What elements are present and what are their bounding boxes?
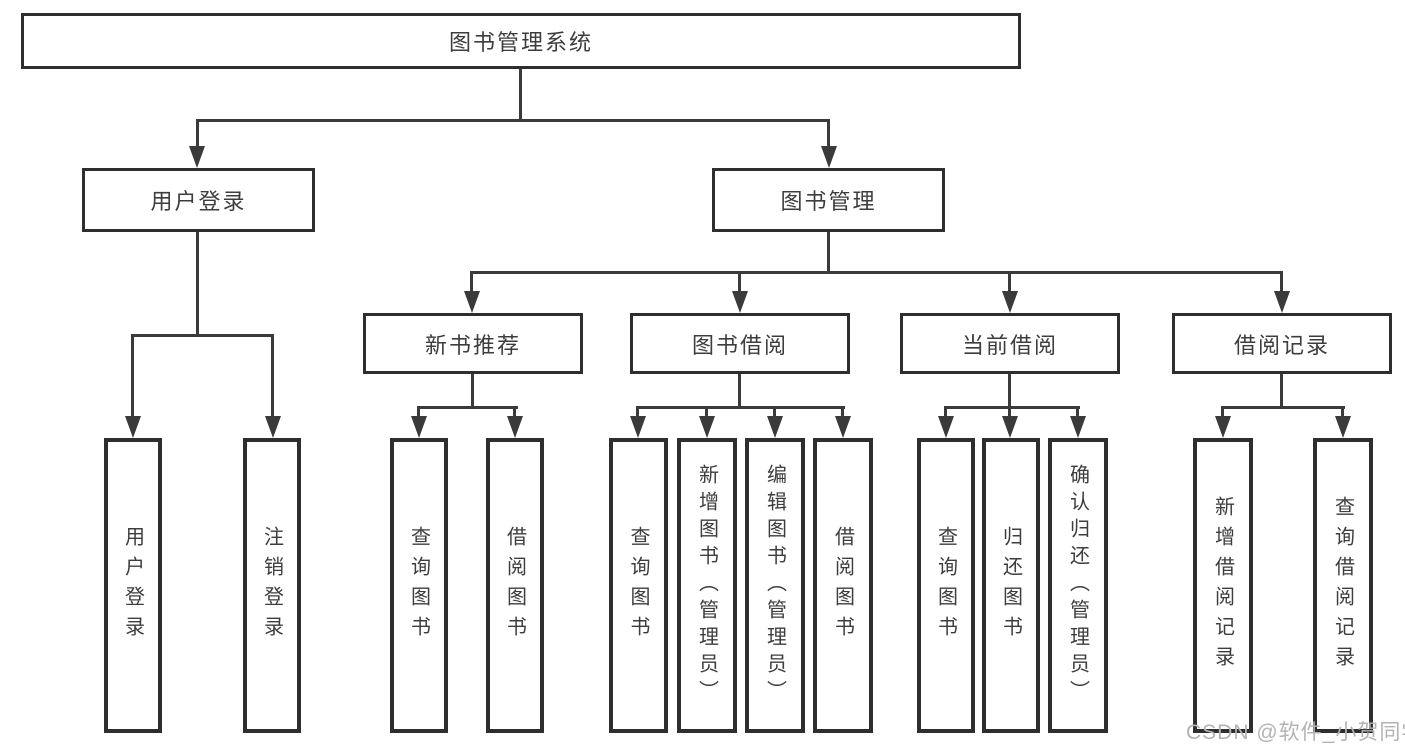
connector-current-borrow-branch	[944, 406, 1080, 409]
arrow-down-icon	[1335, 416, 1351, 438]
node-leaf-logout: 注销登录	[243, 438, 301, 733]
node-leaf-nbr-borrow-book: 借阅图书	[486, 438, 544, 733]
connector-drop	[705, 406, 708, 418]
node-book-borrow: 图书借阅	[630, 313, 850, 374]
connector-drop	[841, 406, 844, 418]
connector-drop	[773, 406, 776, 418]
arrow-down-icon	[125, 416, 141, 438]
node-label: 借阅图书	[831, 525, 854, 646]
node-leaf-user-login: 用户登录	[104, 438, 162, 733]
node-leaf-cb-confirm-return: 确认归还（管理员）	[1048, 438, 1108, 733]
node-borrow-records: 借阅记录	[1172, 313, 1392, 374]
node-label: 用户登录	[150, 189, 247, 214]
connector-user-login-stem	[196, 232, 199, 336]
connector-book-borrow-stem	[738, 374, 741, 409]
arrow-down-icon	[1274, 291, 1290, 313]
node-root: 图书管理系统	[21, 13, 1021, 69]
connector-drop-current-borrow	[1008, 271, 1011, 293]
connector-book-mgmt-stem	[827, 232, 830, 274]
node-label: 新书推荐	[424, 332, 521, 358]
node-label: 注销登录	[260, 525, 283, 646]
node-book-mgmt: 图书管理	[712, 168, 945, 232]
arrow-down-icon	[1002, 291, 1018, 313]
node-label: 图书管理系统	[448, 30, 593, 55]
node-label: 借阅记录	[1233, 332, 1330, 358]
arrow-down-icon	[265, 416, 281, 438]
connector-root-branch	[196, 119, 830, 122]
connector-book-borrow-branch	[636, 406, 845, 409]
node-current-borrow: 当前借阅	[900, 313, 1120, 374]
connector-drop	[417, 406, 420, 418]
connector-drop	[944, 406, 947, 418]
connector-drop-new-book-rec	[470, 271, 473, 293]
connector-drop-user-login	[196, 119, 199, 150]
connector-drop-leaf-user-login	[131, 334, 134, 418]
arrow-down-icon	[835, 416, 851, 438]
node-label: 图书借阅	[691, 332, 788, 358]
node-label: 借阅图书	[503, 525, 526, 646]
arrow-down-icon	[464, 291, 480, 313]
node-leaf-bb-add-book: 新增图书（管理员）	[677, 438, 737, 733]
arrow-down-icon	[630, 416, 646, 438]
node-leaf-bb-borrow-book: 借阅图书	[813, 438, 873, 733]
csdn-watermark: CSDN @软件_小贺同学	[1186, 721, 1405, 744]
connector-book-mgmt-branch	[470, 271, 1283, 274]
node-label: 查询图书	[934, 525, 957, 646]
arrow-down-icon	[1002, 416, 1018, 438]
node-leaf-br-add-record: 新增借阅记录	[1193, 438, 1253, 733]
node-new-book-rec: 新书推荐	[363, 313, 583, 374]
node-leaf-cb-query-book: 查询图书	[917, 438, 975, 733]
connector-drop-leaf-logout	[271, 334, 274, 418]
node-label: 编辑图书（管理员）	[763, 464, 786, 707]
arrow-down-icon	[1215, 416, 1231, 438]
connector-borrow-records-branch	[1221, 406, 1345, 409]
connector-current-borrow-stem	[1008, 374, 1011, 409]
node-label: 用户登录	[121, 525, 144, 646]
arrow-down-icon	[732, 291, 748, 313]
node-leaf-cb-return-book: 归还图书	[982, 438, 1040, 733]
node-label: 归还图书	[999, 525, 1022, 646]
connector-drop	[1221, 406, 1224, 418]
connector-drop	[1008, 406, 1011, 418]
arrow-down-icon	[821, 146, 837, 168]
connector-new-book-rec-stem	[471, 374, 474, 409]
node-label: 当前借阅	[961, 332, 1058, 358]
connector-borrow-records-stem	[1280, 374, 1283, 409]
connector-drop	[1341, 406, 1344, 418]
node-label: 查询借阅记录	[1331, 495, 1354, 676]
connector-root-stem	[519, 69, 522, 121]
connector-drop	[636, 406, 639, 418]
arrow-down-icon	[1070, 416, 1086, 438]
node-label: 查询图书	[627, 525, 649, 646]
arrow-down-icon	[699, 416, 715, 438]
arrow-down-icon	[938, 416, 954, 438]
connector-user-login-branch	[131, 334, 274, 337]
node-label: 新增图书（管理员）	[695, 464, 718, 707]
connector-drop	[513, 406, 516, 418]
node-leaf-bb-edit-book: 编辑图书（管理员）	[745, 438, 805, 733]
connector-drop-book-borrow	[738, 271, 741, 293]
arrow-down-icon	[411, 416, 427, 438]
arrow-down-icon	[767, 416, 783, 438]
node-leaf-bb-query-book: 查询图书	[609, 438, 668, 733]
node-label: 查询图书	[407, 525, 430, 646]
connector-new-book-rec-branch	[417, 406, 518, 409]
arrow-down-icon	[189, 146, 205, 168]
node-label: 图书管理	[780, 189, 877, 214]
node-leaf-nbr-query-book: 查询图书	[390, 438, 448, 733]
connector-drop-book-mgmt	[827, 119, 830, 150]
node-label: 新增借阅记录	[1211, 495, 1234, 676]
node-leaf-br-query-record: 查询借阅记录	[1313, 438, 1373, 733]
connector-drop-borrow-records	[1280, 271, 1283, 293]
arrow-down-icon	[507, 416, 523, 438]
node-user-login: 用户登录	[82, 168, 315, 232]
node-label: 确认归还（管理员）	[1066, 464, 1089, 707]
connector-drop	[1076, 406, 1079, 418]
